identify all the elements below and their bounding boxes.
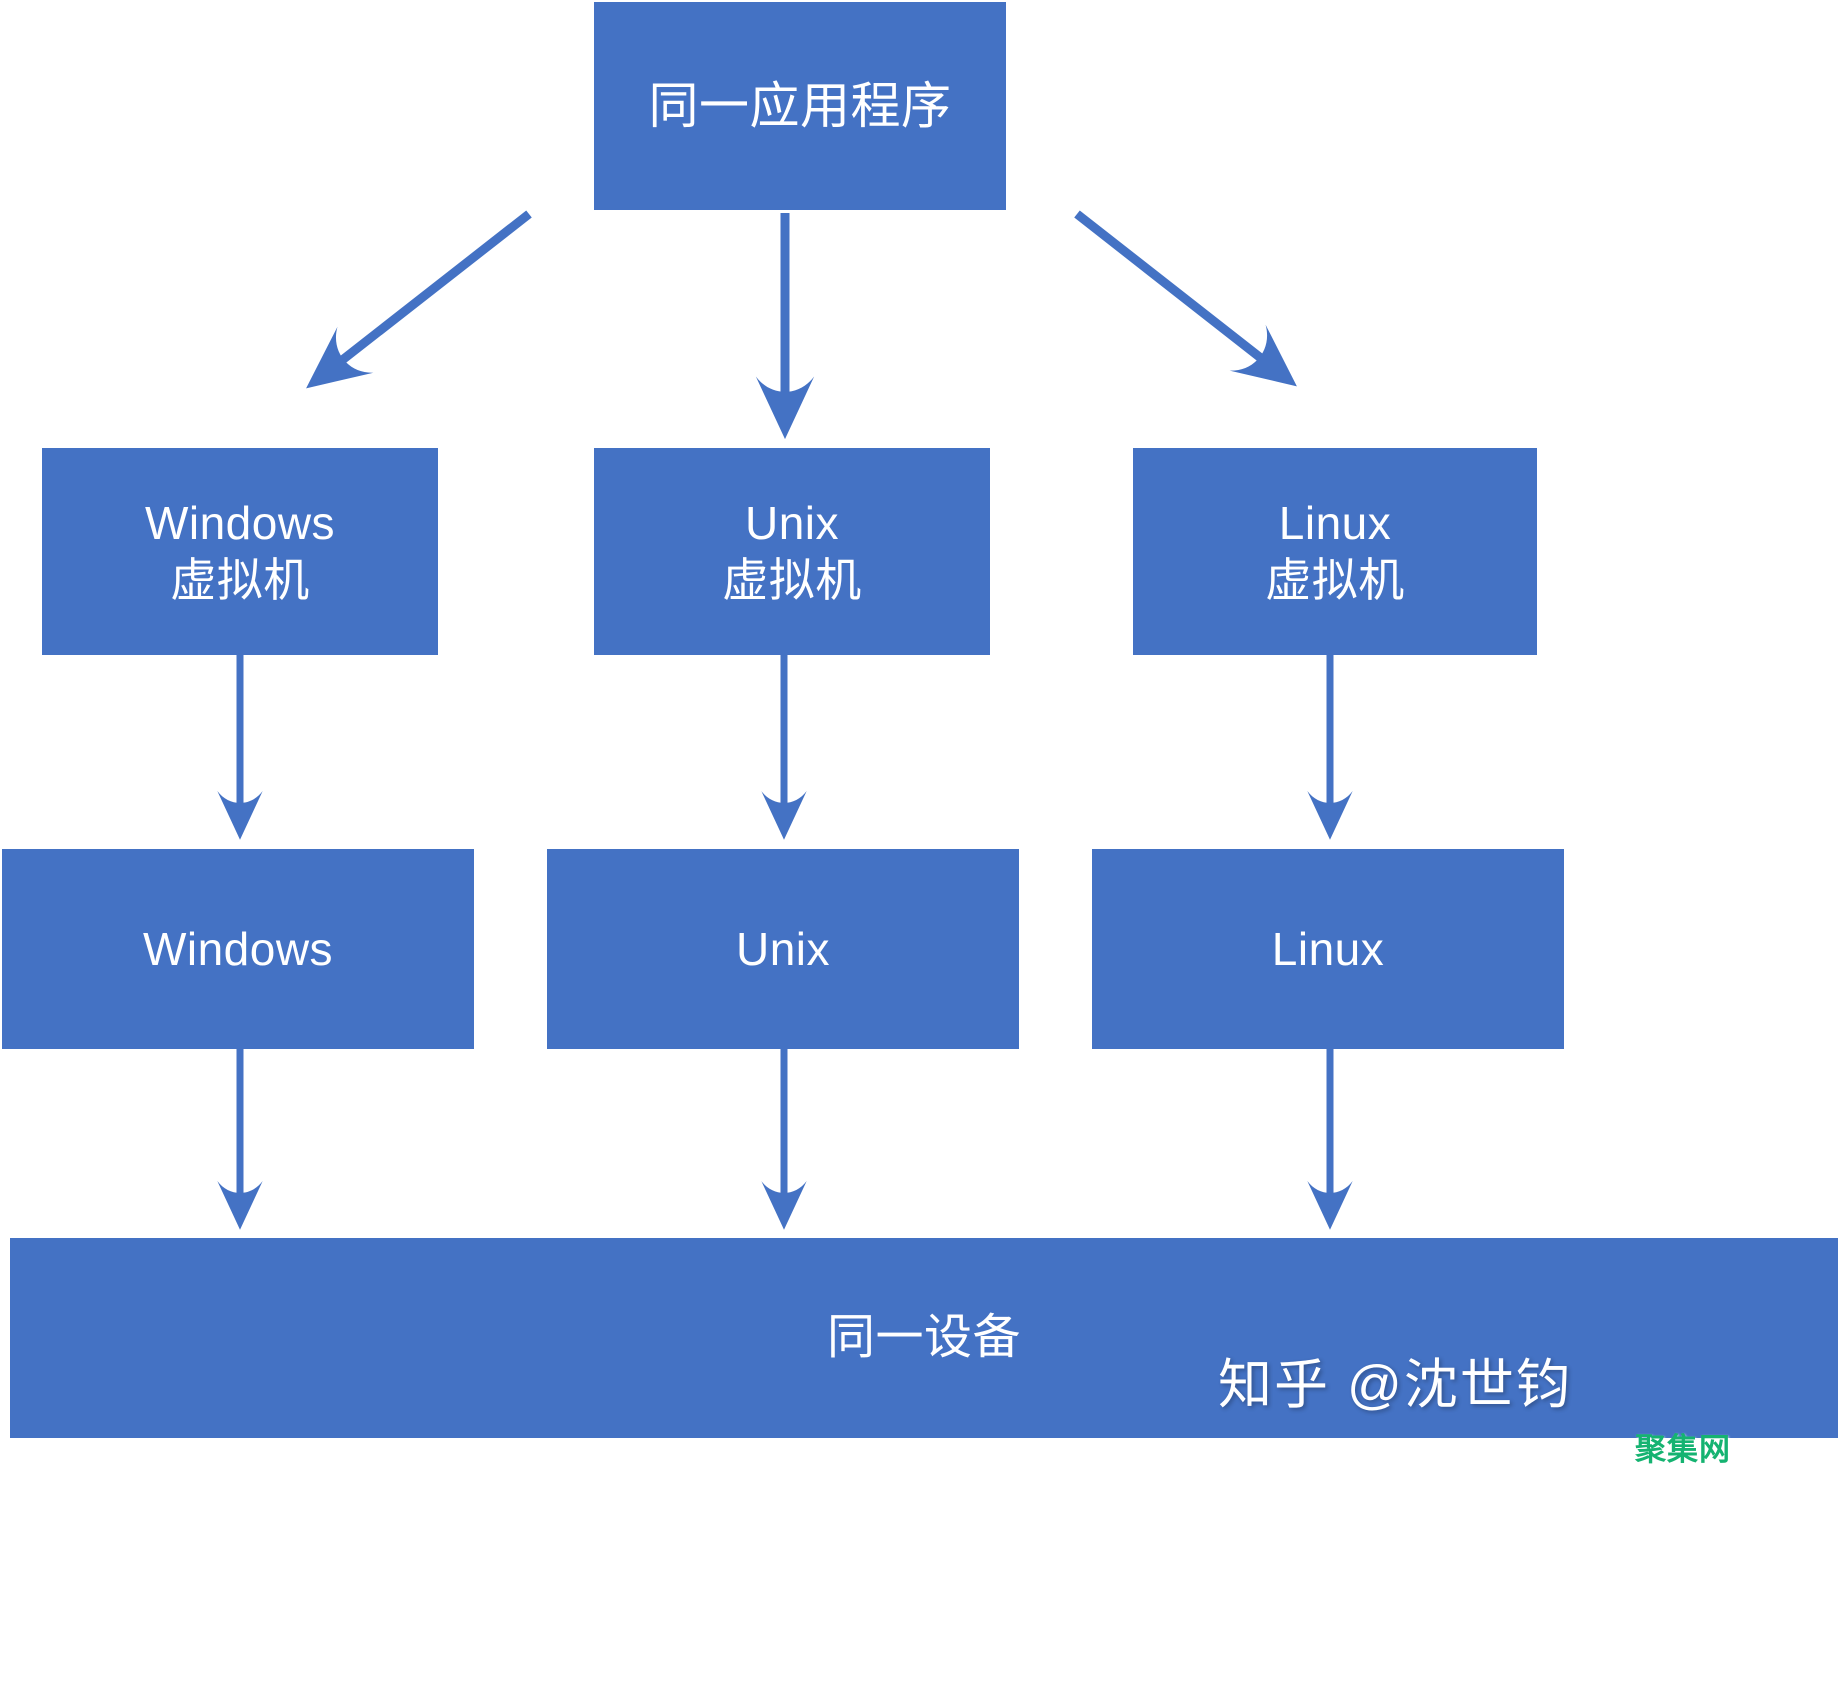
node-unix-os[interactable]: Unix — [547, 849, 1019, 1049]
node-same-application[interactable]: 同一应用程序 — [594, 2, 1006, 210]
node-windows-os[interactable]: Windows — [2, 849, 474, 1049]
node-label-unix-os: Unix — [735, 922, 831, 975]
node-label-unix-vm: Unix 虚拟机 — [722, 497, 862, 606]
node-linux-vm[interactable]: Linux 虚拟机 — [1133, 448, 1537, 655]
node-label-same-application: 同一应用程序 — [648, 77, 952, 134]
node-label-same-device: 同一设备 — [826, 1310, 1021, 1364]
edge-app-to-vm-windows — [306, 210, 532, 389]
node-windows-vm[interactable]: Windows 虚拟机 — [42, 448, 438, 655]
node-label-linux-vm: Linux 虚拟机 — [1265, 497, 1405, 606]
node-label-linux-os: Linux — [1271, 922, 1385, 975]
node-same-device[interactable]: 同一设备 — [10, 1238, 1838, 1438]
edge-app-to-vm-linux — [1074, 210, 1297, 387]
node-linux-os[interactable]: Linux — [1092, 849, 1564, 1049]
node-unix-vm[interactable]: Unix 虚拟机 — [594, 448, 990, 655]
node-label-windows-vm: Windows 虚拟机 — [144, 497, 336, 606]
node-label-windows-os: Windows — [142, 922, 334, 975]
